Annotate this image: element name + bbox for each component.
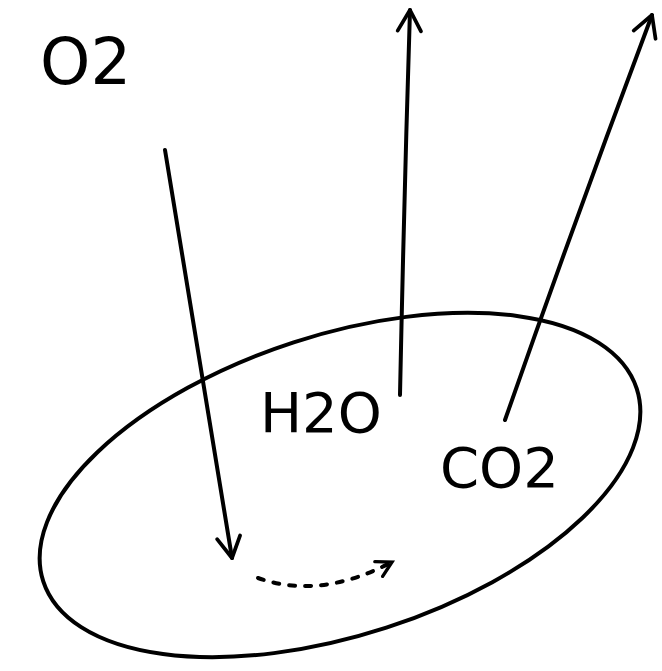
cell-boundary (0, 246, 662, 671)
water-out-arrow (400, 10, 410, 395)
cell-outline: H2O CO2 (35, 310, 645, 660)
molecule-label: CO2 (440, 440, 559, 496)
carbon-dioxide-out-arrow (505, 15, 652, 420)
conversion-arrow (258, 562, 392, 586)
molecule-label: H2O (260, 385, 382, 441)
oxygen-in-arrow (165, 150, 232, 558)
gas-label: O2 (40, 30, 131, 94)
